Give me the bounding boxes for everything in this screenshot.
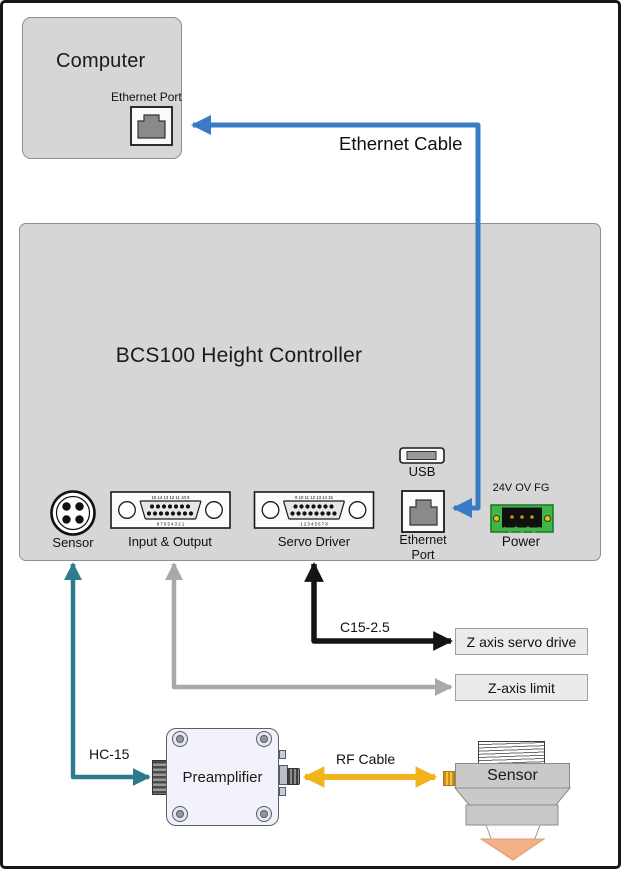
io-dsub-connector-icon: 15 14 13 12 11 10 9 8 7 6 5 4 3 2 1 bbox=[110, 491, 231, 529]
preamplifier-label: Preamplifier bbox=[182, 768, 263, 786]
io-port-label: Input & Output bbox=[128, 534, 212, 549]
servo-dsub-connector-icon: 9 10 11 12 13 14 15 1 2 3 4 5 6 7 8 bbox=[253, 491, 375, 529]
ethernet-port-label-line1: Ethernet bbox=[399, 533, 447, 547]
nozzle-tip-icon bbox=[479, 838, 546, 861]
preamplifier-box: Preamplifier bbox=[166, 728, 279, 826]
ethernet-cable-label: Ethernet Cable bbox=[339, 133, 463, 154]
sensor-head-lower-icon bbox=[453, 787, 572, 861]
sensor-circular-connector-icon bbox=[50, 490, 96, 536]
controller-title: BCS100 Height Controller bbox=[115, 344, 363, 367]
io-pins-bottom-numbers: 8 7 6 5 4 3 2 1 bbox=[157, 522, 185, 527]
c15-cable-label: C15-2.5 bbox=[340, 619, 390, 635]
preamp-tab-icon bbox=[279, 750, 286, 759]
screw-inner-icon bbox=[176, 810, 184, 818]
power-terminal-icon bbox=[490, 504, 554, 533]
screw-inner-icon bbox=[176, 735, 184, 743]
hc15-cable-label: HC-15 bbox=[89, 746, 130, 762]
ethernet-port-label-line2: Port bbox=[411, 548, 435, 562]
usb-port-label: USB bbox=[408, 464, 436, 479]
sensor-head-body: Sensor bbox=[455, 763, 570, 789]
sensor-head-label: Sensor bbox=[487, 767, 538, 784]
servo-pins-bottom-numbers: 1 2 3 4 5 6 7 8 bbox=[300, 522, 328, 527]
computer-ethernet-port-label: Ethernet Port bbox=[111, 90, 182, 104]
screw-icon bbox=[172, 731, 188, 747]
controller-rj45-port-icon bbox=[401, 490, 445, 533]
rf-connector-icon bbox=[443, 771, 455, 786]
servo-port-label: Servo Driver bbox=[277, 534, 351, 549]
rf-cable-label: RF Cable bbox=[336, 751, 396, 767]
sensor-head-cable-coil-icon bbox=[478, 741, 545, 764]
screw-icon bbox=[172, 806, 188, 822]
computer-title: Computer bbox=[56, 50, 146, 72]
power-port-label: Power bbox=[501, 534, 541, 549]
computer-box: Computer Ethernet Port bbox=[22, 17, 182, 159]
io-pins-top-numbers: 15 14 13 12 11 10 9 bbox=[152, 495, 191, 500]
power-pins-label: 24V OV FG bbox=[492, 482, 550, 494]
limit-cable-line bbox=[165, 562, 453, 696]
servo-pins-top-numbers: 9 10 11 12 13 14 15 bbox=[295, 495, 334, 500]
preamp-tab-icon bbox=[279, 787, 286, 796]
preamp-thread-icon bbox=[287, 768, 300, 785]
usb-port-icon bbox=[399, 447, 445, 464]
preamp-left-connector-icon bbox=[152, 760, 167, 795]
z-axis-servo-drive-box: Z axis servo drive bbox=[455, 628, 588, 655]
computer-rj45-port-icon bbox=[130, 106, 173, 146]
screw-icon bbox=[256, 731, 272, 747]
z-axis-limit-box: Z-axis limit bbox=[455, 674, 588, 701]
sensor-port-label: Sensor bbox=[52, 535, 94, 550]
screw-icon bbox=[256, 806, 272, 822]
screw-inner-icon bbox=[260, 810, 268, 818]
screw-inner-icon bbox=[260, 735, 268, 743]
